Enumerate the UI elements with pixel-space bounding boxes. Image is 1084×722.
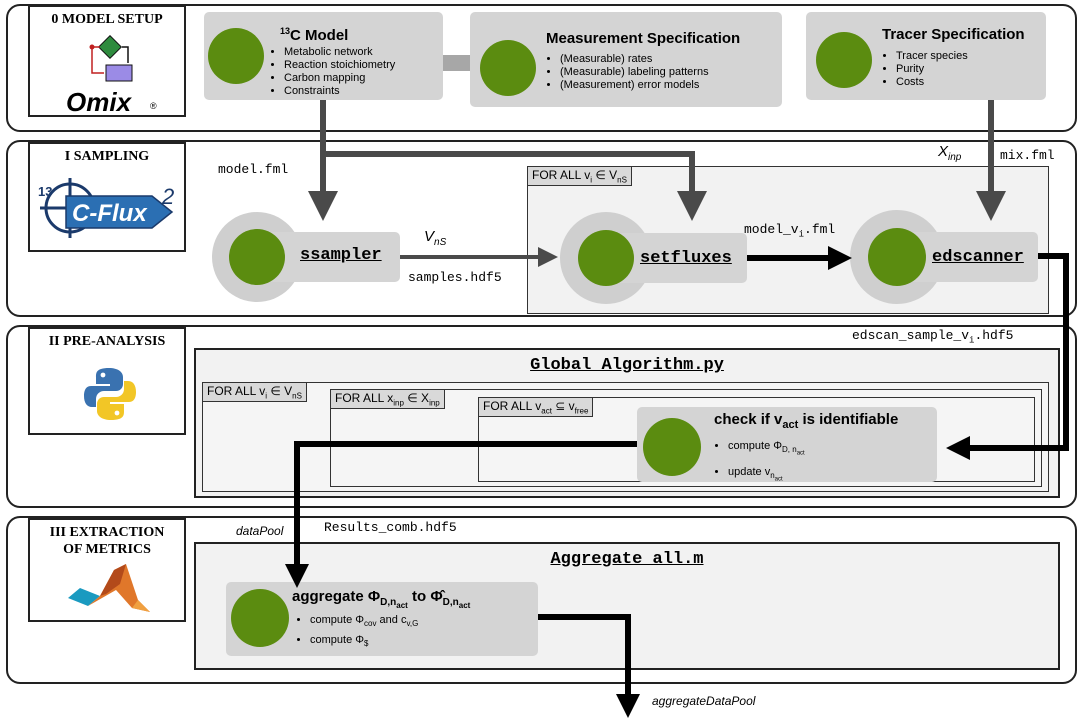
card-13c-model-title-sup: 13 bbox=[280, 26, 291, 36]
loop-vi-tab: FOR ALL vi ∈ VnS bbox=[202, 382, 307, 403]
omix-network-icon bbox=[89, 35, 133, 82]
aggregate-title: aggregate ΦD,nact to Φ̂D,nact bbox=[292, 588, 471, 610]
list-item: compute Φ$ bbox=[310, 632, 418, 652]
arrow-edscanner-to-check bbox=[946, 253, 1069, 460]
check-identifiable-dot bbox=[643, 418, 701, 476]
sampling-loop-tab: FOR ALL vi ∈ VnS bbox=[527, 166, 632, 187]
ssampler-dot bbox=[229, 229, 285, 285]
edscanner-dot bbox=[868, 228, 926, 286]
aggregate-bullets: compute Φcov and cv,G compute Φ$ bbox=[298, 612, 418, 652]
list-item: Reaction stoichiometry bbox=[284, 59, 395, 72]
aggregate-all-title: Aggregate_all.m bbox=[550, 550, 704, 569]
cflux-logo-icon bbox=[40, 178, 174, 238]
list-item: Constraints bbox=[284, 85, 395, 98]
list-item: compute ΦD, nact bbox=[728, 437, 805, 463]
card-tracer-title: Tracer Specification bbox=[882, 26, 1025, 43]
loop-vact-tab: FOR ALL vact ⊆ vfree bbox=[478, 397, 594, 418]
row-label-setup: 0 MODEL SETUP bbox=[51, 12, 163, 27]
label-box-preanalysis: II PRE-ANALYSIS bbox=[28, 327, 186, 435]
python-logo-icon bbox=[84, 368, 136, 420]
card-13c-model-title: 13C Model bbox=[280, 26, 348, 44]
card-13c-model-title-text: C Model bbox=[290, 27, 349, 44]
file-mix-fml: mix.fml bbox=[1000, 148, 1055, 163]
omix-logo-text: Omix bbox=[66, 87, 132, 117]
file-model-fml: model.fml bbox=[218, 162, 289, 177]
var-v-ns: VnS bbox=[424, 228, 447, 248]
cflux-2-label: 2 bbox=[162, 184, 175, 209]
list-item: (Measurable) rates bbox=[560, 53, 709, 66]
list-item: update vnact bbox=[728, 463, 805, 489]
check-identifiable-title: check if vact is identifiable bbox=[714, 411, 899, 431]
card-13c-model-bullets: Metabolic network Reaction stoichiometry… bbox=[272, 46, 395, 98]
arrow-check-to-aggregate bbox=[285, 441, 637, 588]
arrow-model-to-setfluxes bbox=[323, 151, 707, 221]
arrow-aggregate-out bbox=[538, 614, 640, 718]
edscanner-label: edscanner bbox=[932, 248, 1024, 267]
setfluxes-label: setfluxes bbox=[640, 249, 732, 268]
var-x-inp: Xinp bbox=[938, 143, 962, 163]
cflux-13-label: 13 bbox=[38, 184, 53, 199]
setfluxes-dot bbox=[578, 230, 634, 286]
card-tracer-bullets: Tracer species Purity Costs bbox=[884, 50, 968, 89]
label-box-setup: 0 MODEL SETUP Omix ® bbox=[28, 5, 186, 117]
row-label-sampling: I SAMPLING bbox=[64, 149, 150, 164]
row-label-extraction-2: OF METRICS bbox=[63, 542, 151, 557]
list-item: (Measurable) labeling patterns bbox=[560, 66, 709, 79]
ssampler-label: ssampler bbox=[300, 246, 382, 265]
check-identifiable-bullets: compute ΦD, nact update vnact bbox=[716, 437, 805, 489]
list-item: (Measurement) error models bbox=[560, 79, 709, 92]
card-13c-model-dot bbox=[208, 28, 264, 84]
file-model-vi-fml: model_vi.fml bbox=[744, 222, 836, 240]
list-item: Metabolic network bbox=[284, 46, 395, 59]
list-item: compute Φcov and cv,G bbox=[310, 612, 418, 632]
card-measurement-dot bbox=[480, 40, 536, 96]
global-algorithm-title: Global_Algorithm.py bbox=[530, 356, 724, 375]
list-item: Purity bbox=[896, 63, 968, 76]
row-label-extraction-1: III EXTRACTION bbox=[49, 525, 165, 540]
loop-xinp-tab: FOR ALL xinp ∈ Xinp bbox=[330, 389, 445, 410]
connector-bar bbox=[443, 55, 470, 71]
list-item: Costs bbox=[896, 76, 968, 89]
cflux-logo-text: C-Flux bbox=[72, 200, 147, 227]
card-tracer-dot bbox=[816, 32, 872, 88]
card-measurement-title: Measurement Specification bbox=[546, 30, 741, 47]
var-datapool: dataPool bbox=[236, 524, 284, 538]
list-item: Carbon mapping bbox=[284, 72, 395, 85]
label-box-extraction: III EXTRACTION OF METRICS bbox=[28, 518, 186, 622]
label-box-sampling: I SAMPLING 13 C-Flux 2 bbox=[28, 142, 186, 252]
list-item: Tracer species bbox=[896, 50, 968, 63]
file-results-comb: Results_comb.hdf5 bbox=[324, 520, 457, 535]
file-edscan-sample: edscan_sample_vi.hdf5 bbox=[852, 328, 1014, 346]
aggregate-dot bbox=[231, 589, 289, 647]
var-aggregate-datapool: aggregateDataPool bbox=[652, 694, 756, 708]
row-label-preanalysis: II PRE-ANALYSIS bbox=[48, 334, 166, 349]
file-samples-hdf5: samples.hdf5 bbox=[408, 270, 502, 285]
omix-registered-mark: ® bbox=[150, 101, 157, 111]
matlab-logo-icon bbox=[68, 564, 150, 612]
card-measurement-bullets: (Measurable) rates (Measurable) labeling… bbox=[548, 53, 709, 92]
